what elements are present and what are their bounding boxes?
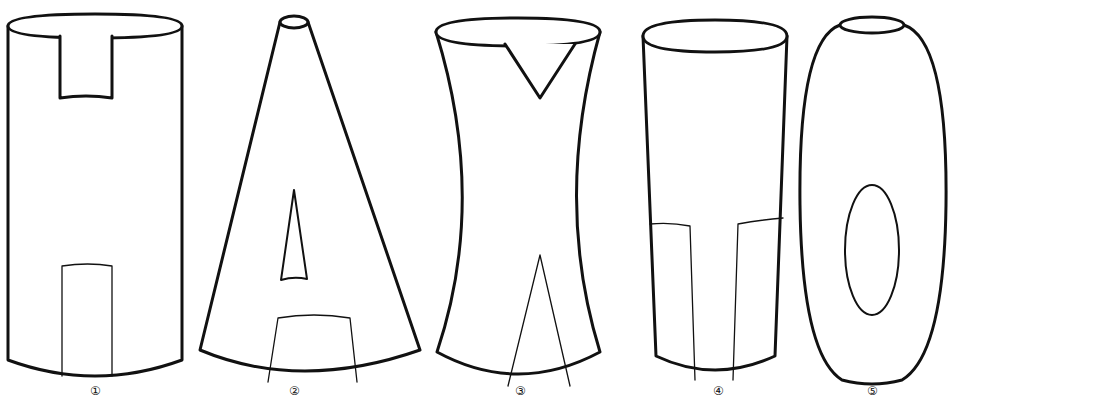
callout-number: ⑤ — [867, 385, 878, 397]
h-cylinder — [8, 14, 182, 376]
callout-number: ① — [90, 385, 101, 397]
t-cup — [643, 20, 787, 380]
callout-number: ④ — [713, 385, 724, 397]
callout-number: ③ — [515, 385, 526, 397]
x-hyperboloid — [436, 18, 600, 386]
o-ellipsoid — [800, 17, 946, 384]
a-cone — [200, 16, 420, 382]
callout-number: ② — [289, 385, 300, 397]
